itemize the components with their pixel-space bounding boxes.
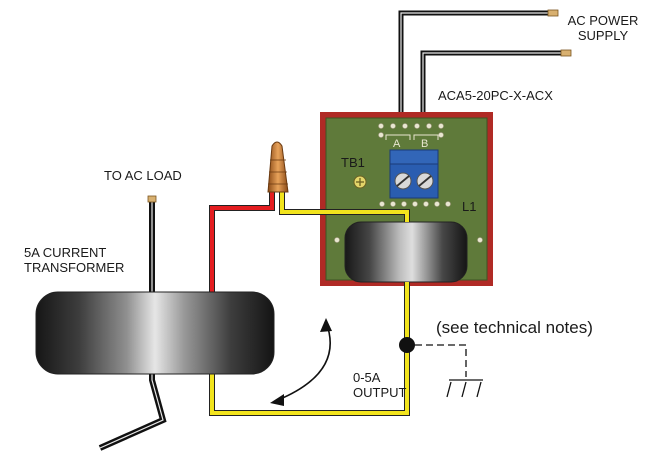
board-inductor-toroid xyxy=(344,221,468,283)
ac-supply-wire-top xyxy=(398,9,559,160)
terminal-a-marking: A xyxy=(393,138,401,150)
current-transformer-label: 5A CURRENT TRANSFORMER xyxy=(24,245,125,275)
current-transformer-toroid xyxy=(35,291,275,375)
ac-power-supply-label: AC POWER SUPPLY xyxy=(567,13,639,43)
trimmer-potentiometer xyxy=(353,175,367,189)
output-wire-red xyxy=(209,190,275,293)
wire-nut xyxy=(267,141,289,193)
output-label: 0-5A OUTPUT xyxy=(353,370,407,400)
terminal-block xyxy=(389,149,439,199)
l1-marking: L1 xyxy=(462,199,477,214)
ground-connection xyxy=(399,337,483,398)
technical-notes-label: (see technical notes) xyxy=(436,318,593,337)
to-ac-load-label: TO AC LOAD xyxy=(104,168,182,183)
tb1-marking: TB1 xyxy=(341,155,365,170)
output-direction-arrow xyxy=(270,318,332,406)
terminal-b-marking: B xyxy=(421,138,429,150)
ac-load-wire xyxy=(98,195,167,451)
model-number-label: ACA5-20PC-X-ACX xyxy=(438,88,553,103)
